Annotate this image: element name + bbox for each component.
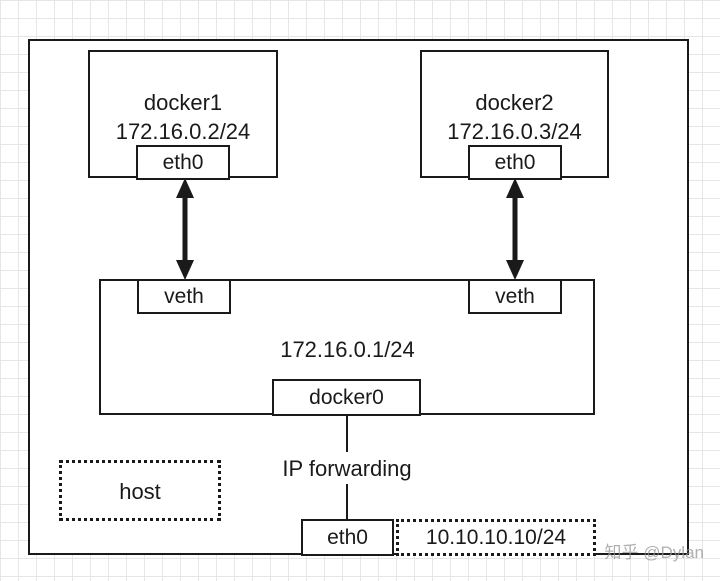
host-eth0: eth0	[301, 519, 394, 556]
ip-forwarding-label: IP forwarding	[247, 458, 447, 480]
watermark: 知乎 @Dylan	[604, 543, 704, 562]
docker1-eth0: eth0	[136, 145, 230, 180]
host-ip-box: 10.10.10.10/24	[396, 519, 596, 556]
docker1-veth-arrow	[176, 178, 194, 280]
veth-left: veth	[137, 279, 231, 314]
docker2-eth0: eth0	[468, 145, 562, 180]
docker2-name: docker2	[475, 90, 554, 115]
host-label-box	[59, 460, 221, 521]
bridge-ip: 172.16.0.1/24	[280, 337, 415, 362]
docker1-ip: 172.16.0.2/24	[115, 119, 251, 144]
host-label: host	[119, 479, 161, 504]
host-ip: 10.10.10.10/24	[425, 525, 567, 549]
veth-right: veth	[468, 279, 562, 314]
docker2-ip: 172.16.0.3/24	[447, 119, 582, 144]
docker1-name: docker1	[143, 90, 223, 115]
docker2-veth-arrow	[506, 178, 524, 280]
forwarding-line-top	[346, 415, 348, 452]
docker0-interface: docker0	[272, 379, 421, 416]
forwarding-line-bottom	[346, 484, 348, 520]
